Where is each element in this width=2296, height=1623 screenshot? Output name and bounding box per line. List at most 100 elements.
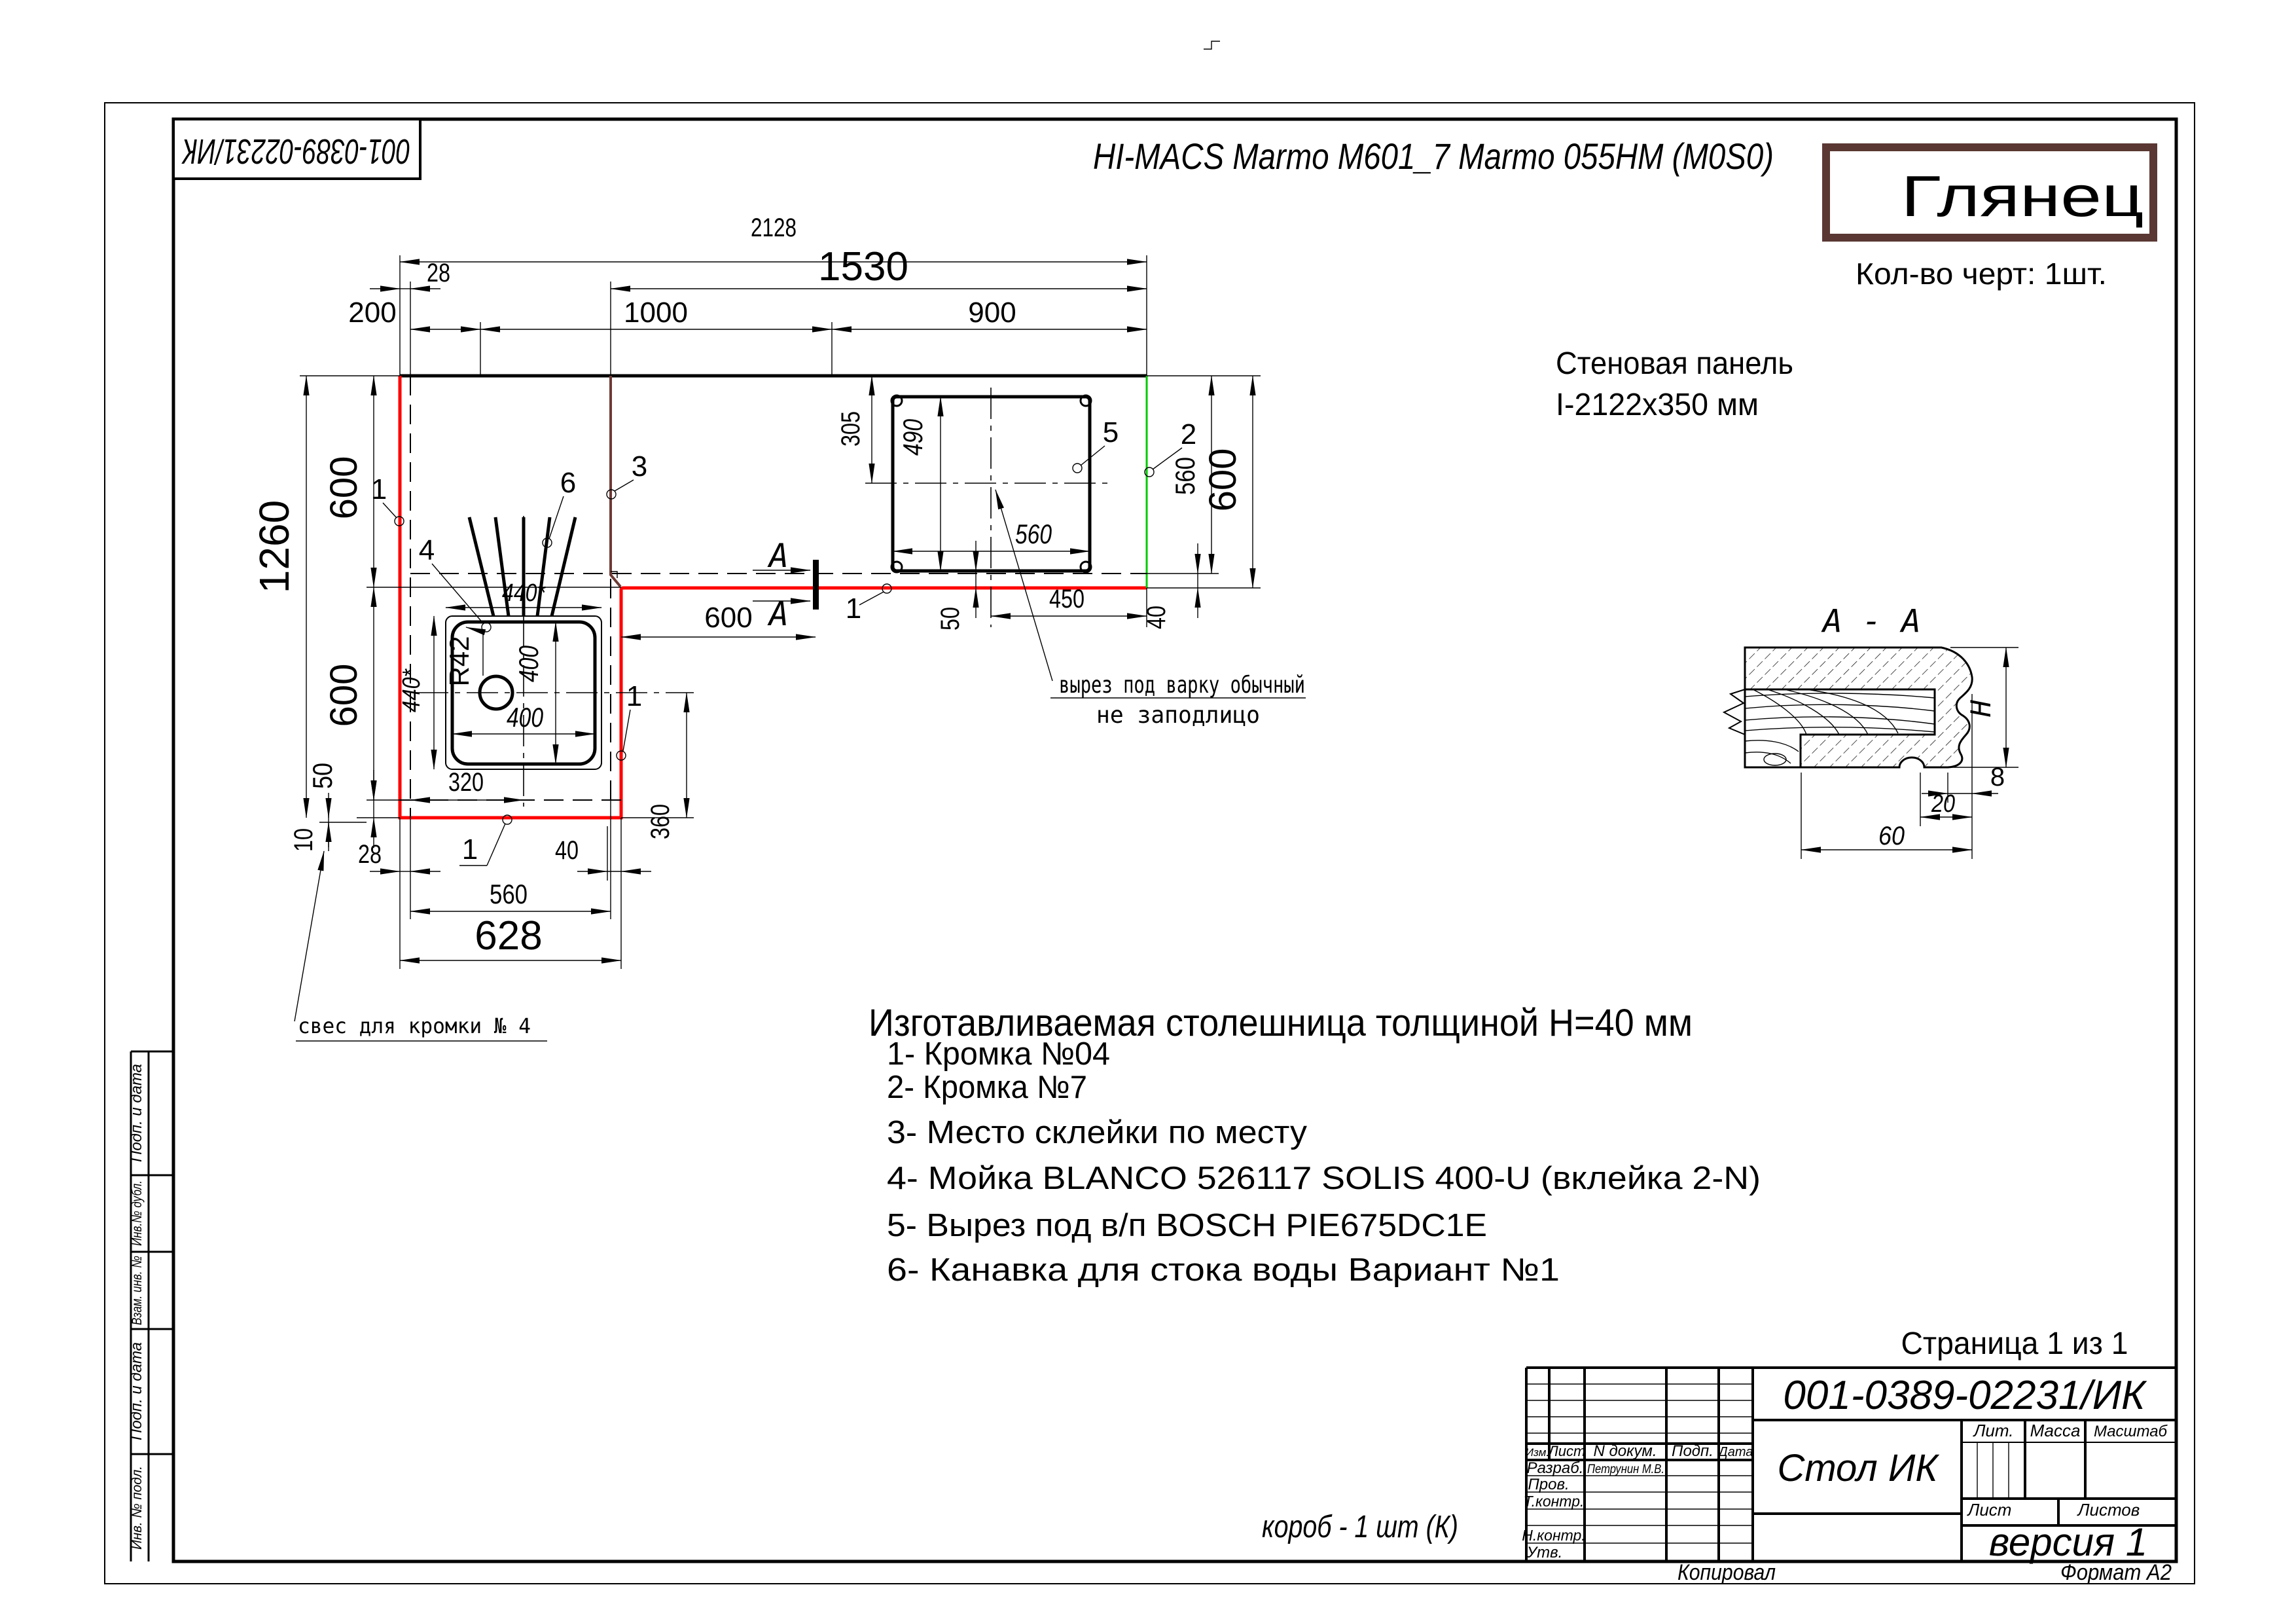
- tb-row-utv: Утв.: [1526, 1544, 1563, 1561]
- r42-leader-2: [465, 627, 486, 636]
- tb-col-ndokum: N докум.: [1593, 1442, 1657, 1460]
- dim-600-right-text: 600: [1202, 448, 1244, 512]
- wood-grain-1: [1767, 689, 1840, 735]
- hob-corner-relief: [1079, 560, 1092, 574]
- sheet-count: Кол-во черт: 1шт.: [1856, 257, 2107, 291]
- side-column-label-1: Инв.№ дубл.: [130, 1180, 145, 1246]
- fold-mark-icon: [1204, 41, 1220, 50]
- note-item-6: 6- Канавка для стока воды Вариант №1: [887, 1252, 1560, 1288]
- dim-8-text: 8: [1990, 763, 2005, 792]
- dim-320-text: 320: [448, 768, 484, 797]
- sink-bowl: [450, 620, 597, 766]
- section-letter-bottom: A: [767, 595, 789, 633]
- dim-360-text: 360: [646, 804, 675, 839]
- item5-text: 5: [1103, 416, 1119, 448]
- side-column-label-4: Инв. № подл.: [130, 1466, 145, 1550]
- drain-groove-1: [467, 517, 495, 617]
- dim-200-text: 200: [348, 297, 396, 329]
- inner-frame: [171, 117, 2178, 1563]
- section-letter-top: A: [767, 537, 789, 575]
- overhang-leader: [294, 850, 325, 1022]
- wood-grain-6: [1744, 716, 1935, 725]
- section-break-line: [1722, 689, 1746, 735]
- tb-version: версия 1: [1989, 1520, 2147, 1564]
- hob-cutout: [891, 395, 1092, 573]
- item1-bottom-text: 1: [462, 833, 478, 866]
- item1-leg-point: [616, 750, 626, 761]
- dim-490-text: 490: [897, 418, 928, 456]
- item3-leader: [614, 479, 634, 492]
- tb-doc-number: 001-0389-02231/ИК: [1783, 1373, 2147, 1418]
- item6-point: [542, 538, 552, 548]
- finish-box: [1822, 143, 2157, 242]
- dim-28-bot-text: 28: [358, 840, 382, 869]
- tb-col-podp: Подп.: [1672, 1442, 1713, 1460]
- dim-40-bot-text: 40: [555, 836, 579, 865]
- drain-groove-2: [493, 517, 511, 617]
- dim-305-text: 305: [836, 411, 865, 447]
- item2-leader: [1152, 447, 1183, 470]
- hob-corner-relief: [1079, 394, 1092, 407]
- wood-grain-5: [1744, 704, 1935, 712]
- dim-400-v-text: 400: [513, 645, 544, 682]
- dim-2128-text: 2128: [751, 213, 797, 242]
- wood-grain-7: [1744, 726, 1935, 733]
- wall-panel-line1: Стеновая панель: [1556, 346, 1793, 381]
- outer-border: [104, 102, 2195, 1584]
- item3-point: [606, 489, 617, 500]
- dim-h-text: H: [1965, 700, 1997, 718]
- doc-stamp-box: [172, 118, 422, 180]
- plan-red-edge: [398, 376, 1147, 820]
- hob-note-leader: [995, 489, 1053, 682]
- section-cut-bar: [813, 560, 819, 610]
- dim-600-top-text: 600: [323, 456, 365, 520]
- item4-leader: [431, 563, 484, 625]
- dim-20-text: 20: [1931, 790, 1955, 818]
- dim-440-left-text: 440*: [398, 668, 425, 712]
- tb-lit: Лит.: [1973, 1421, 2014, 1440]
- dim-900-text: 900: [968, 297, 1016, 329]
- dim-560-hob-text: 560: [1015, 519, 1052, 549]
- item1-left-leader: [382, 502, 397, 519]
- dim-450-text: 450: [1049, 585, 1085, 613]
- item4-point: [481, 622, 492, 632]
- tb-col-data: Дата: [1717, 1445, 1753, 1459]
- dim-600-section-text: 600: [704, 602, 752, 634]
- dim-50-left-text: 50: [307, 763, 338, 789]
- glue-joint-notch: [611, 571, 618, 578]
- item4-text: 4: [419, 534, 435, 566]
- tb-list: Лист: [1967, 1500, 2012, 1520]
- section-title: A - A: [1821, 603, 1921, 640]
- item3-text: 3: [632, 450, 647, 483]
- item2-point: [1144, 467, 1155, 477]
- dim-560-right-text: 560: [1170, 457, 1200, 495]
- dim-1000-text: 1000: [624, 297, 688, 329]
- wood-grain-4: [1744, 693, 1935, 699]
- hob-note-line2: не заподлицо: [1096, 702, 1260, 729]
- side-column-label-2: Взам. инв. №: [130, 1256, 145, 1325]
- item1-front-leader: [859, 591, 884, 606]
- tb-title: Стол ИК: [1777, 1447, 1939, 1489]
- tb-col-list: Лист: [1547, 1443, 1586, 1459]
- note-item-2: 2- Кромка №7: [887, 1070, 1087, 1105]
- overhang-note: свес для кромки № 4: [298, 1013, 531, 1038]
- item1-front-text: 1: [846, 593, 861, 625]
- dim-628-text: 628: [475, 913, 542, 958]
- hob-corner-relief: [890, 394, 903, 407]
- item1-leg-text: 1: [626, 680, 642, 712]
- hob-note-line1: вырез под варку обычный: [1059, 672, 1305, 699]
- item6-leader: [548, 496, 564, 539]
- note-item-3: 3- Место склейки по месту: [887, 1115, 1308, 1150]
- notes-title: Изготавливаемая столешница толщиной H=40…: [869, 1002, 1693, 1044]
- item1-bottom-leader: [486, 823, 506, 866]
- tb-masshtab: Масштаб: [2094, 1423, 2168, 1440]
- side-column-label-0: Подп. и дата: [128, 1064, 145, 1162]
- box-note: короб - 1 шт (К): [1262, 1510, 1458, 1544]
- item1-left-point: [394, 516, 404, 526]
- sink-drain: [478, 674, 514, 711]
- item1-left-text: 1: [371, 473, 387, 505]
- drain-groove-4: [535, 517, 552, 617]
- tb-col-izm: Изм.: [1526, 1446, 1549, 1459]
- dim-600-bot-text: 600: [323, 664, 365, 727]
